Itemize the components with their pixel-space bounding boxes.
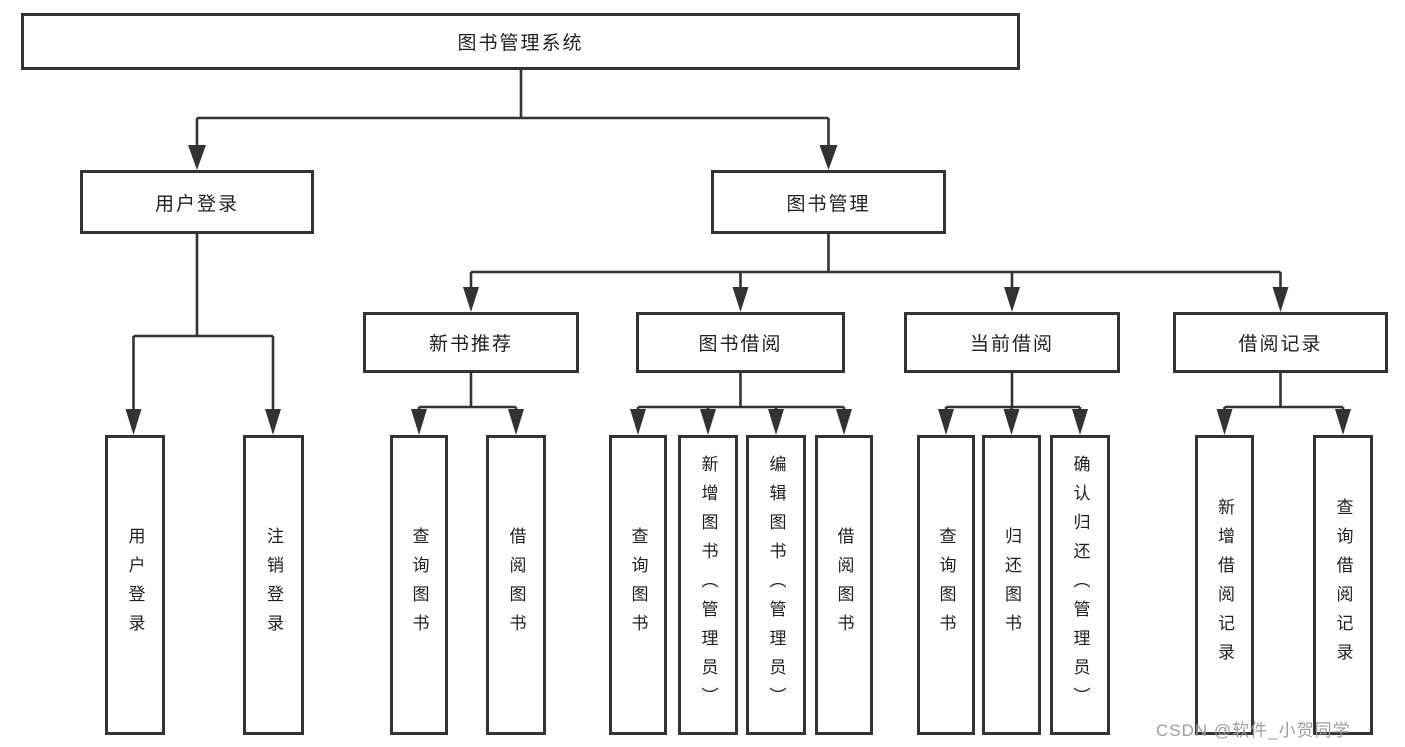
leaf-query-books-borrowing: 查询图书 <box>609 435 667 735</box>
leaf-query-borrowing-record: 查询借阅记录 <box>1313 435 1373 735</box>
csdn-watermark: CSDN @软件_小贺同学 <box>1156 721 1351 740</box>
node-new-book-recommendation: 新书推荐 <box>363 312 579 373</box>
leaf-add-books-admin: 新增图书（管理员） <box>678 435 738 735</box>
leaf-edit-books-admin: 编辑图书（管理员） <box>746 435 806 735</box>
leaf-user-login: 用户登录 <box>105 435 165 735</box>
leaf-borrow-books: 借阅图书 <box>815 435 873 735</box>
leaf-return-books: 归还图书 <box>982 435 1041 735</box>
node-book-management: 图书管理 <box>711 170 946 234</box>
leaf-query-books-current: 查询图书 <box>917 435 975 735</box>
leaf-logout: 注销登录 <box>243 435 304 735</box>
node-book-borrowing: 图书借阅 <box>636 312 845 373</box>
node-user-login: 用户登录 <box>80 170 314 234</box>
node-library-management-system: 图书管理系统 <box>21 13 1020 70</box>
node-current-borrowing: 当前借阅 <box>904 312 1120 373</box>
leaf-confirm-return-admin: 确认归还（管理员） <box>1050 435 1110 735</box>
node-borrowing-records: 借阅记录 <box>1173 312 1388 373</box>
leaf-add-borrowing-record: 新增借阅记录 <box>1195 435 1254 735</box>
leaf-query-books-recommendation: 查询图书 <box>390 435 448 735</box>
leaf-borrow-books-recommendation: 借阅图书 <box>486 435 546 735</box>
